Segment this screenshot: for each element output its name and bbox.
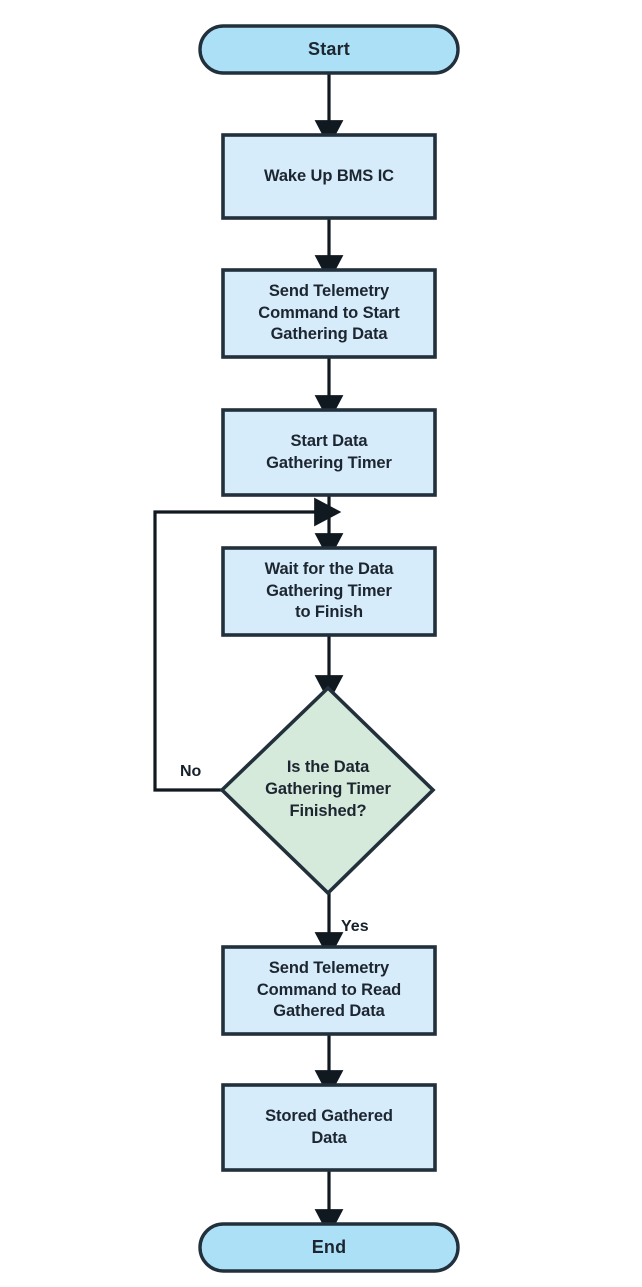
node-is-timer-finished[interactable] [219,685,436,896]
node-send-telemetry-command-start[interactable] [221,268,437,359]
node-start-data-gathering-timer[interactable] [221,408,437,497]
edge-label-yes: Yes [341,918,369,935]
edge-decision-no-loop [153,497,342,792]
node-wake-up-bms-ic[interactable] [221,133,437,220]
node-end[interactable] [198,1222,460,1273]
node-start[interactable] [198,24,460,75]
node-stored-gathered-data[interactable] [221,1083,437,1172]
node-wait-for-timer[interactable] [221,546,437,637]
edge-label-no: No [180,763,202,780]
node-send-telemetry-command-read[interactable] [221,945,437,1036]
